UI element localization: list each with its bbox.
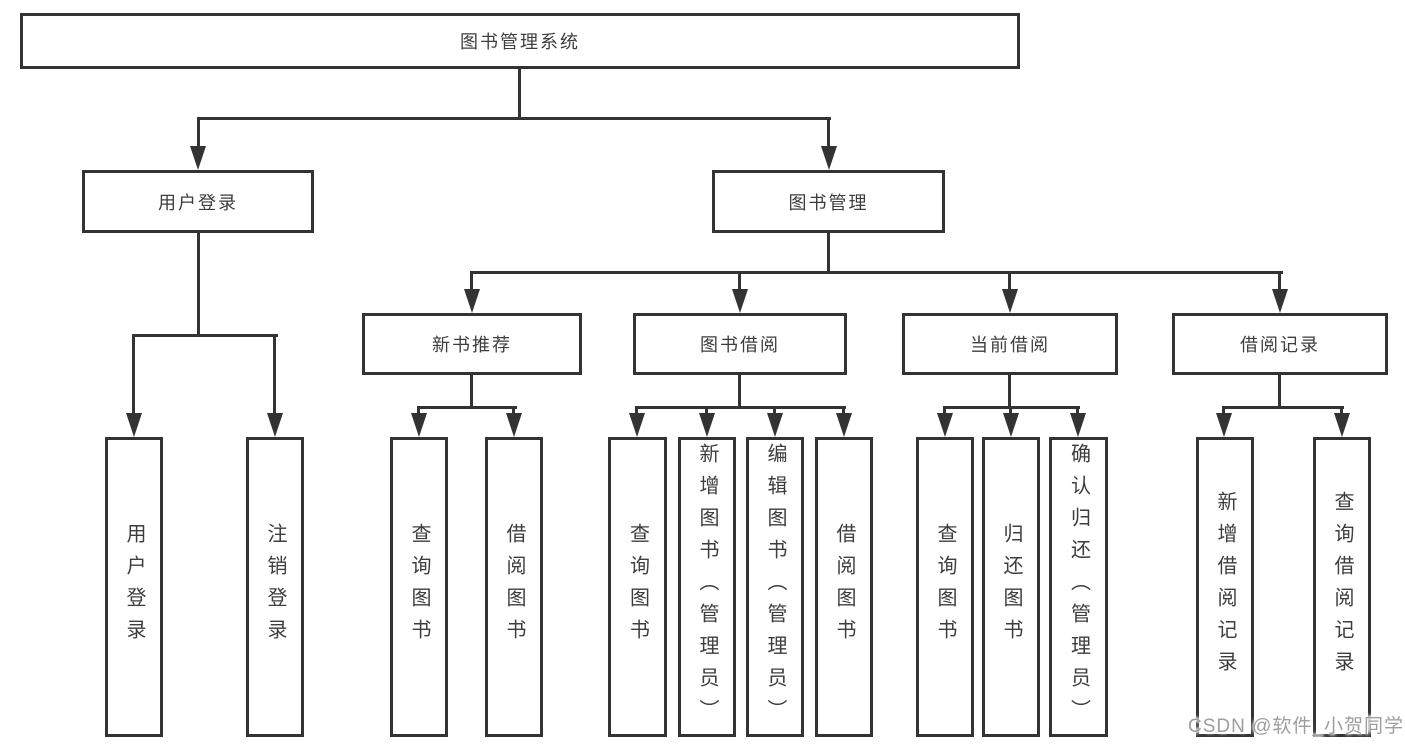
arrowhead-down-icon [699, 413, 715, 437]
leaf-newbooks-query-label: 查询图书 [408, 523, 430, 651]
leaf-current-confirm-label: 确认归还（管理员） [1067, 443, 1090, 731]
arrowhead-down-icon [267, 413, 283, 437]
arrowhead-down-icon [464, 289, 480, 313]
connector-arrow-shaft [738, 272, 741, 292]
leaf-borrow-query-label: 查询图书 [626, 523, 649, 651]
connector-arrow-shaft [1278, 272, 1281, 292]
leaf-records-add-label: 新增借阅记录 [1214, 491, 1236, 683]
connector-arrow-shaft [1222, 406, 1225, 418]
node-book-management: 图书管理 [712, 170, 945, 233]
arrowhead-down-icon [821, 146, 837, 170]
connector-arrow-shaft [273, 334, 276, 416]
connector-arrow-shaft [1340, 406, 1343, 418]
arrowhead-down-icon [506, 413, 522, 437]
arrowhead-down-icon [126, 413, 142, 437]
leaf-newbooks-borrow: 借阅图书 [485, 437, 543, 737]
connector-arrow-shaft [635, 406, 638, 418]
leaf-borrow-edit-label: 编辑图书（管理员） [764, 443, 786, 731]
arrowhead-down-icon [1003, 413, 1019, 437]
connector-arrow-shaft [1008, 272, 1011, 292]
leaf-user-login: 用户登录 [105, 437, 163, 737]
arrowhead-down-icon [190, 146, 206, 170]
leaf-borrow-add-label: 新增图书（管理员） [696, 443, 718, 731]
connector-arrow-shaft [705, 406, 708, 418]
connector-root-stub [518, 69, 521, 118]
leaf-borrow-add: 新增图书（管理员） [678, 437, 736, 737]
node-root-label: 图书管理系统 [460, 32, 580, 52]
connector-arrow-shaft [512, 406, 515, 418]
arrowhead-down-icon [1272, 289, 1288, 313]
node-user-login-label: 用户登录 [158, 192, 238, 213]
arrowhead-down-icon [1334, 413, 1350, 437]
leaf-borrow-borrow: 借阅图书 [815, 437, 873, 737]
node-current-borrow: 当前借阅 [902, 313, 1118, 375]
node-book-borrow: 图书借阅 [633, 313, 847, 375]
leaf-logout-label: 注销登录 [264, 523, 286, 651]
connector-arrow-shaft [470, 272, 473, 292]
connector-level3-hline [470, 271, 1283, 274]
arrowhead-down-icon [1216, 413, 1232, 437]
connector-arrow-shaft [197, 117, 200, 147]
connector-arrow-shaft [842, 406, 845, 418]
connector-arrow-shaft [827, 117, 830, 147]
leaf-borrow-edit: 编辑图书（管理员） [746, 437, 804, 737]
leaf-records-query-label: 查询借阅记录 [1331, 491, 1353, 683]
connector-arrow-shaft [132, 334, 135, 416]
arrowhead-down-icon [1070, 413, 1086, 437]
node-book-management-label: 图书管理 [788, 192, 869, 213]
node-borrow-records-label: 借阅记录 [1240, 335, 1320, 355]
leaf-newbooks-borrow-label: 借阅图书 [503, 523, 525, 651]
connector-bookborrow-hline [635, 406, 846, 409]
arrowhead-down-icon [1002, 289, 1018, 313]
arrowhead-down-icon [629, 413, 645, 437]
node-new-books: 新书推荐 [362, 313, 582, 375]
leaf-current-return: 归还图书 [982, 437, 1040, 737]
arrowhead-down-icon [836, 413, 852, 437]
connector-records-stub [1278, 375, 1281, 408]
csdn-watermark: CSDN @软件_小贺同学 [1188, 716, 1404, 737]
connector-userlogin-stub [197, 233, 200, 337]
arrowhead-down-icon [767, 413, 783, 437]
arrowhead-down-icon [411, 413, 427, 437]
node-current-borrow-label: 当前借阅 [970, 335, 1050, 355]
leaf-current-return-label: 归还图书 [1000, 523, 1022, 651]
connector-newbooks-stub [470, 375, 473, 408]
connector-currentborrow-stub [1008, 375, 1011, 408]
node-root: 图书管理系统 [20, 13, 1020, 69]
leaf-records-add: 新增借阅记录 [1196, 437, 1254, 737]
leaf-borrow-borrow-label: 借阅图书 [833, 523, 855, 651]
arrowhead-down-icon [732, 289, 748, 313]
leaf-newbooks-query: 查询图书 [390, 437, 448, 737]
leaf-logout: 注销登录 [246, 437, 304, 737]
leaf-current-query: 查询图书 [916, 437, 974, 737]
arrowhead-down-icon [937, 413, 953, 437]
node-user-login: 用户登录 [82, 170, 314, 233]
connector-arrow-shaft [1076, 406, 1079, 418]
leaf-user-login-label: 用户登录 [123, 523, 145, 651]
leaf-borrow-query: 查询图书 [608, 437, 667, 737]
leaf-current-query-label: 查询图书 [934, 523, 956, 651]
leaf-current-confirm: 确认归还（管理员） [1049, 437, 1108, 737]
connector-newbooks-hline [417, 406, 517, 409]
node-new-books-label: 新书推荐 [432, 335, 512, 355]
connector-records-hline [1222, 406, 1344, 409]
leaf-records-query: 查询借阅记录 [1313, 437, 1371, 737]
connector-bookmgmt-stub [827, 233, 830, 274]
connector-bookborrow-stub [738, 375, 741, 408]
connector-userlogin-hline [132, 334, 278, 337]
connector-level2-hline [197, 117, 831, 120]
node-borrow-records: 借阅记录 [1172, 313, 1388, 375]
connector-arrow-shaft [773, 406, 776, 418]
node-book-borrow-label: 图书借阅 [700, 335, 780, 355]
connector-arrow-shaft [417, 406, 420, 418]
connector-arrow-shaft [943, 406, 946, 418]
connector-arrow-shaft [1009, 406, 1012, 418]
